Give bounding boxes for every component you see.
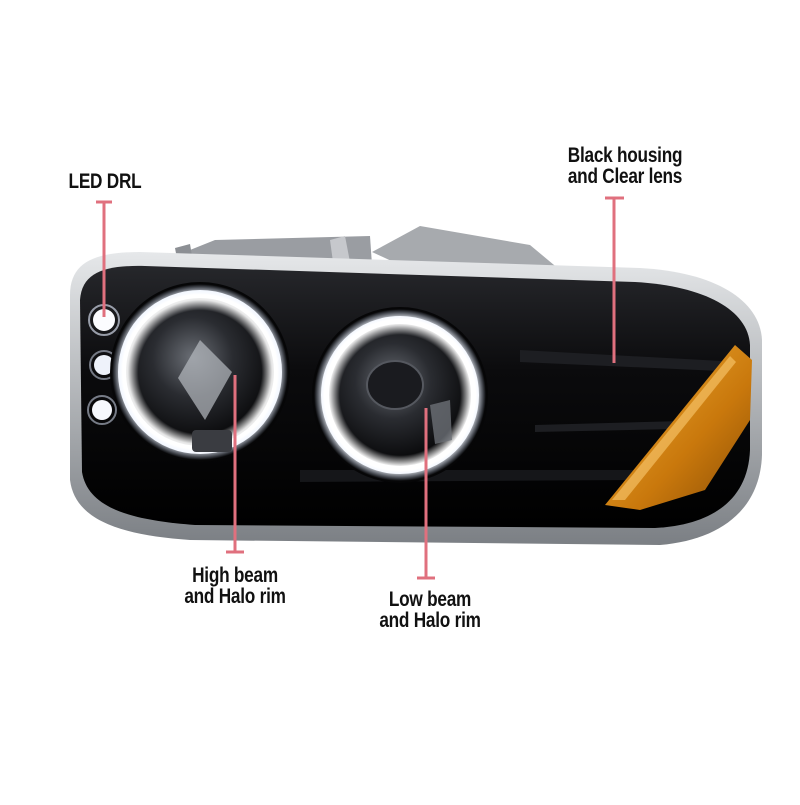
amber-side-marker (605, 345, 752, 510)
callout-high-beam-line2: and Halo rim (184, 585, 286, 608)
callout-housing-line2: and Clear lens (567, 165, 683, 188)
callout-high-beam: High beam and Halo rim (174, 565, 297, 607)
callout-housing-line1: Black housing (567, 144, 683, 167)
callout-low-beam-line1: Low beam (388, 588, 472, 611)
high-beam-projector (110, 282, 290, 462)
callout-low-beam: Low beam and Halo rim (369, 589, 492, 631)
callout-low-beam-line2: and Halo rim (379, 609, 481, 632)
callout-lines (96, 196, 624, 580)
callout-housing: Black housing and Clear lens (555, 145, 694, 187)
callout-led-drl: LED DRL (52, 171, 159, 192)
callout-led-drl-line1: LED DRL (68, 170, 142, 193)
callout-high-beam-line1: High beam (192, 564, 278, 587)
led-drl (87, 304, 120, 425)
low-beam-projector (312, 307, 488, 483)
